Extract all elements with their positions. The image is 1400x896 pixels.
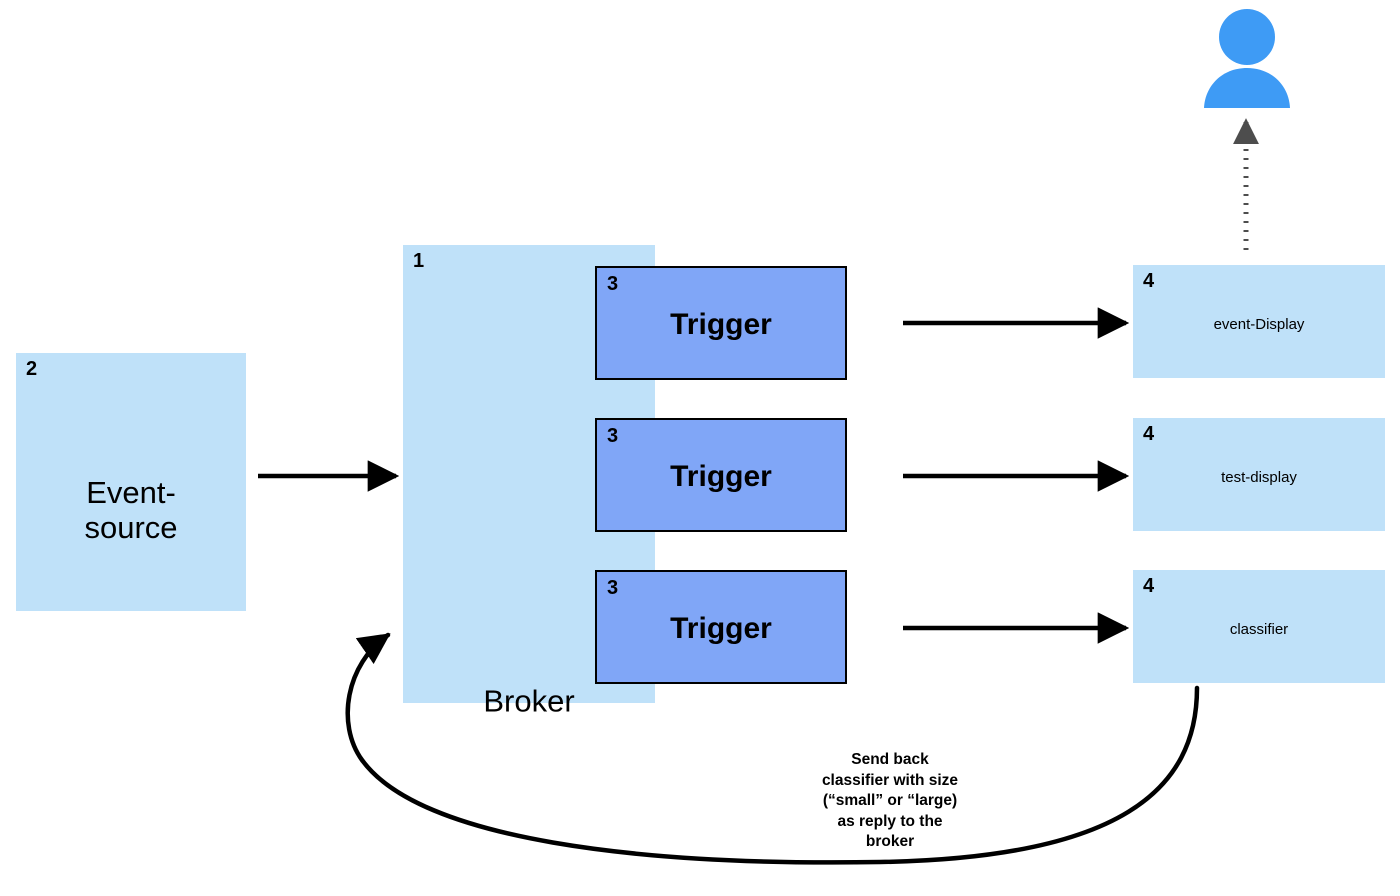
trigger-1-badge: 3	[607, 273, 618, 295]
broker-badge: 1	[413, 250, 424, 272]
person-icon	[1204, 9, 1290, 108]
trigger-box-1[interactable]: 3 Trigger	[595, 266, 847, 380]
classifier-box[interactable]: 4 classifier	[1133, 570, 1385, 683]
classifier-badge: 4	[1143, 575, 1154, 597]
event-display-label: event-Display	[1213, 316, 1305, 333]
trigger-2-label: Trigger	[670, 460, 772, 493]
event-source-badge: 2	[26, 358, 37, 380]
trigger-box-3[interactable]: 3 Trigger	[595, 570, 847, 684]
event-display-box[interactable]: 4 event-Display	[1133, 265, 1385, 378]
trigger-3-label: Trigger	[670, 612, 772, 645]
classifier-label: classifier	[1229, 621, 1289, 638]
event-display-badge: 4	[1143, 270, 1154, 292]
event-source-box[interactable]: 2 Event- source	[16, 353, 246, 611]
feedback-caption: Send back classifier with size (“small” …	[821, 751, 959, 851]
event-source-label: Event- source	[84, 475, 178, 545]
test-display-badge: 4	[1143, 423, 1154, 445]
trigger-2-badge: 3	[607, 425, 618, 447]
trigger-1-label: Trigger	[670, 308, 772, 341]
test-display-box[interactable]: 4 test-display	[1133, 418, 1385, 531]
test-display-label: test-display	[1221, 469, 1297, 486]
trigger-box-2[interactable]: 3 Trigger	[595, 418, 847, 532]
broker-label: Broker	[483, 683, 575, 719]
trigger-3-badge: 3	[607, 577, 618, 599]
